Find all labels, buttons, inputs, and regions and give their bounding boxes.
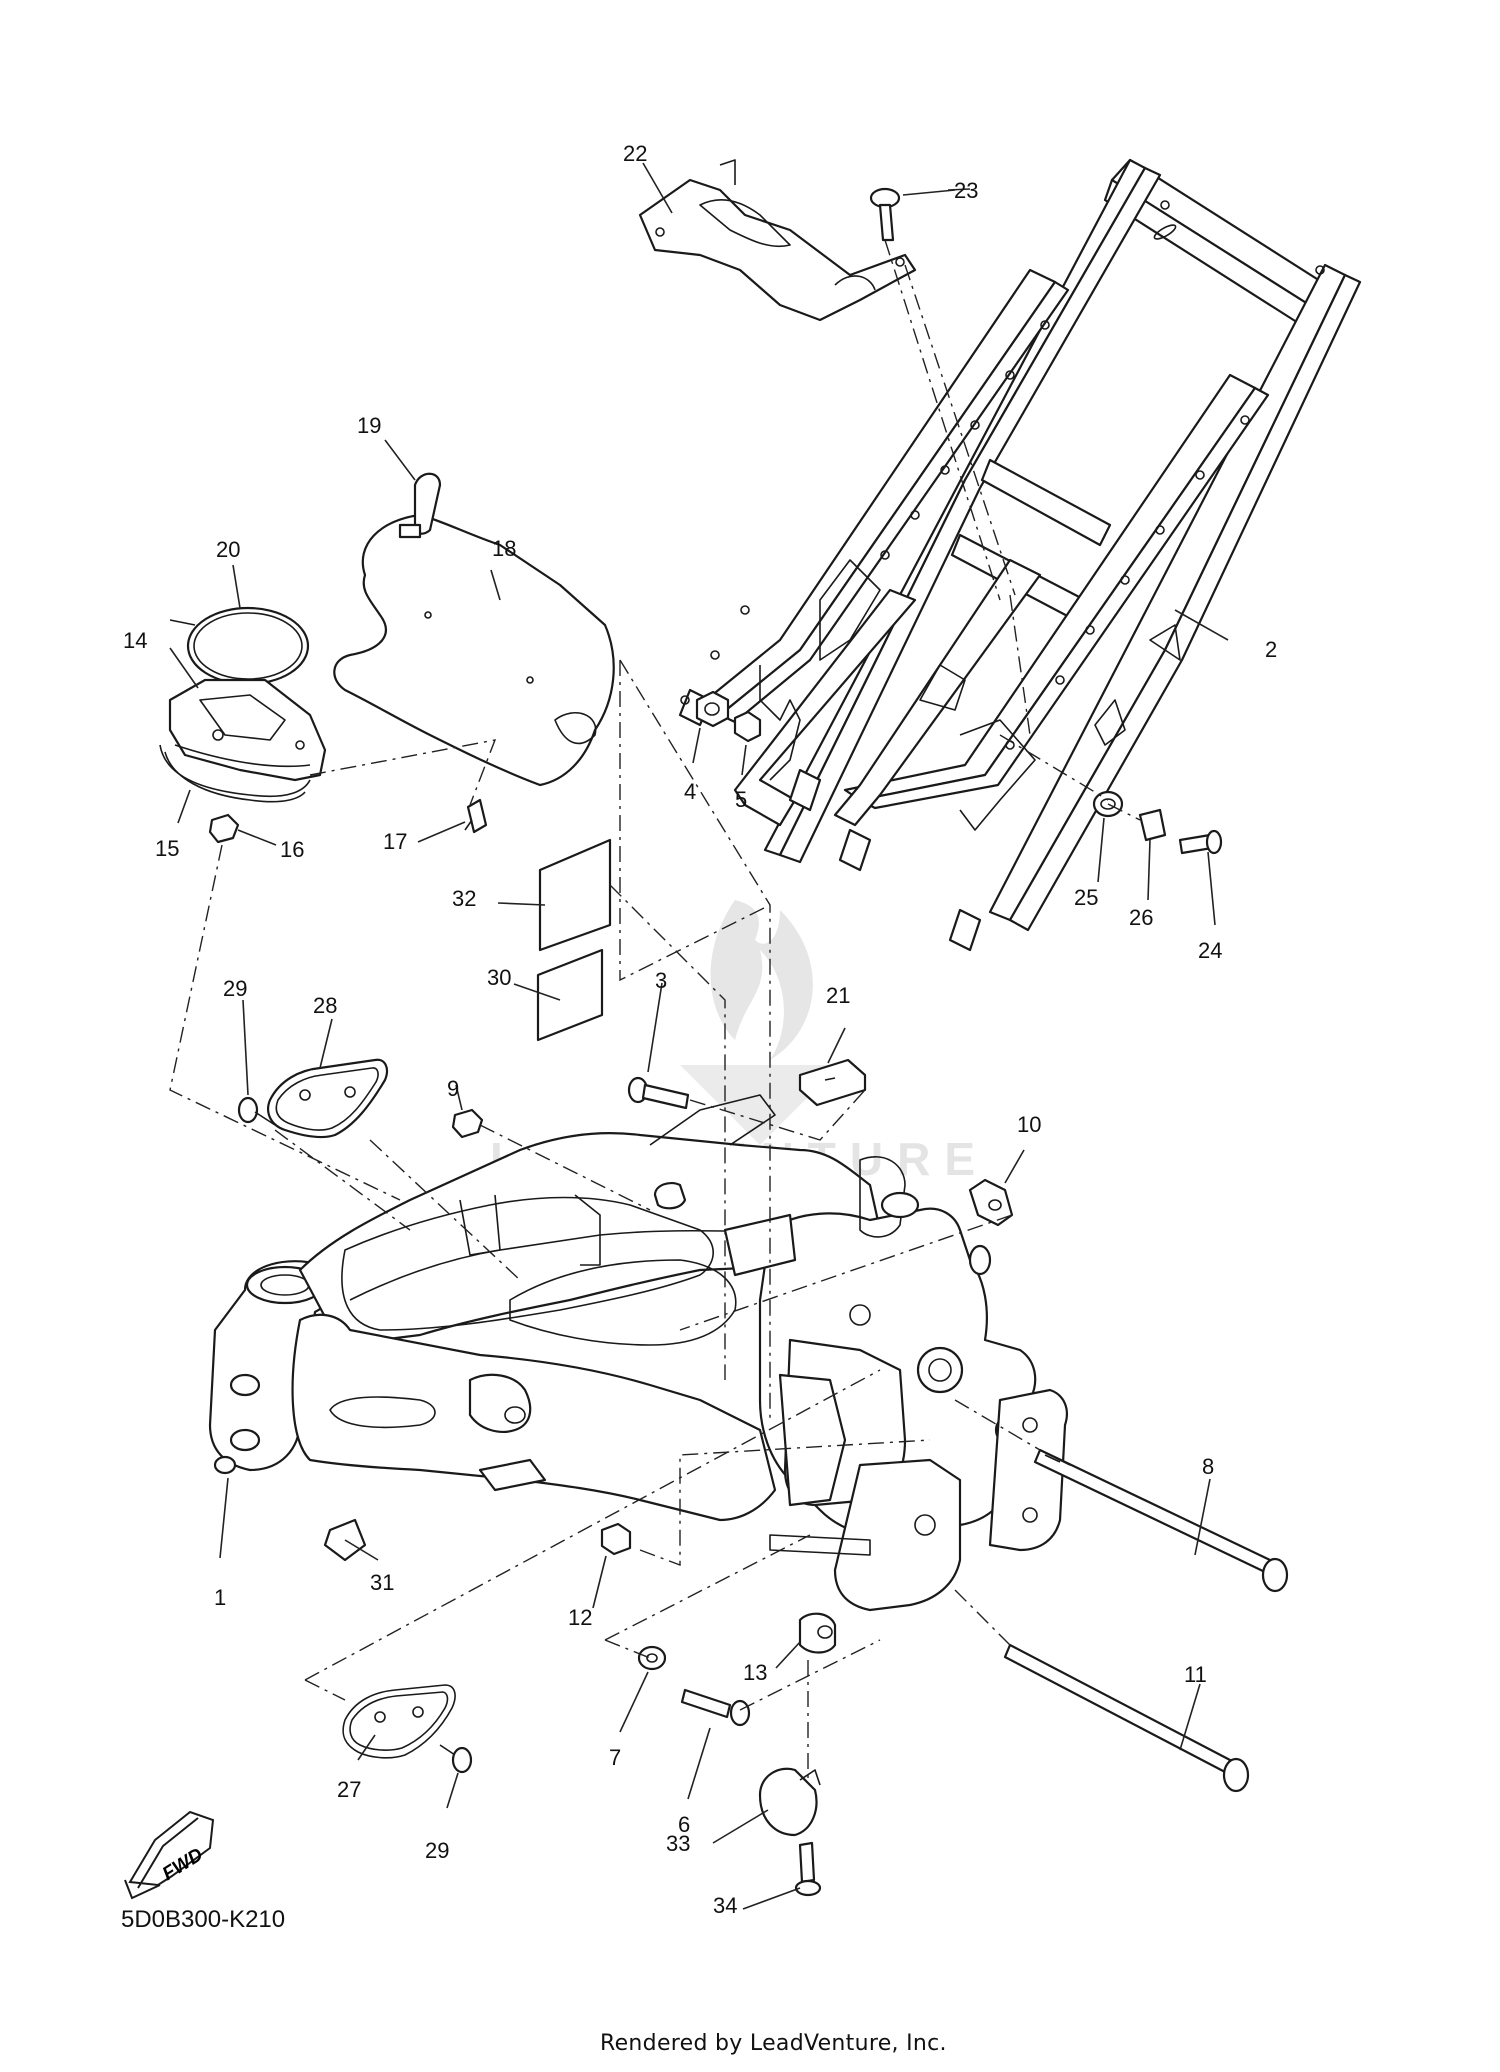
nut-4 — [695, 690, 730, 728]
washer-7 — [637, 1645, 667, 1671]
leader-lines — [169, 162, 1229, 1910]
callout-23: 23 — [954, 178, 978, 203]
callout-5: 5 — [735, 787, 747, 812]
callout-16: 16 — [280, 837, 304, 862]
callout-8: 8 — [1202, 1454, 1214, 1479]
part-callouts: 1 2 3 4 5 6 7 8 9 10 11 12 13 14 15 16 1… — [123, 141, 1277, 1918]
callout-31: 31 — [370, 1570, 394, 1595]
damper-13 — [798, 1612, 837, 1654]
nut-12 — [600, 1522, 632, 1556]
callout-22: 22 — [623, 141, 647, 166]
main-frame — [208, 1094, 1068, 1612]
callout-29-upper: 29 — [223, 976, 247, 1001]
callout-11: 11 — [1184, 1662, 1207, 1687]
callout-24: 24 — [1198, 938, 1222, 963]
band-clip-19 — [398, 472, 442, 539]
callout-9: 9 — [447, 1076, 459, 1101]
assembly-lines — [169, 239, 1141, 1780]
callout-20: 20 — [216, 537, 240, 562]
nut-9 — [451, 1108, 484, 1139]
cover-27 — [342, 1684, 456, 1759]
forward-direction-badge: FWD — [124, 1810, 215, 1900]
render-credit: Rendered by LeadVenture, Inc. — [600, 2031, 947, 2056]
callout-2: 2 — [1265, 637, 1277, 662]
callout-28: 28 — [313, 993, 337, 1018]
bracket-33 — [758, 1767, 821, 1837]
screw-29-upper — [237, 1096, 276, 1126]
callout-18: 18 — [492, 536, 516, 561]
nut-16 — [208, 813, 240, 844]
callout-1: 1 — [214, 1585, 226, 1610]
collar-26 — [1138, 808, 1167, 842]
bracket-21 — [798, 1058, 867, 1107]
nut-5 — [733, 710, 762, 743]
callout-21: 21 — [826, 983, 850, 1008]
bolt-34 — [794, 1841, 822, 1897]
engine-bolt-11 — [1003, 1643, 1250, 1793]
diagram-code: 5D0B300-K210 — [121, 1906, 286, 1933]
callout-26: 26 — [1129, 905, 1153, 930]
callout-34: 34 — [713, 1893, 737, 1918]
callout-27: 27 — [337, 1777, 361, 1802]
callout-32: 32 — [452, 886, 476, 911]
callout-3: 3 — [655, 968, 667, 993]
pad-32 — [538, 838, 612, 952]
screw-29-lower — [439, 1744, 473, 1774]
callout-19: 19 — [357, 413, 381, 438]
seat-bracket-22 — [638, 159, 917, 322]
callout-10: 10 — [1017, 1112, 1041, 1137]
bolt-3 — [627, 1076, 690, 1110]
callout-4: 4 — [684, 779, 696, 804]
callout-14: 14 — [123, 628, 147, 653]
damper-10 — [968, 1178, 1014, 1227]
bolt-24 — [1178, 829, 1223, 855]
callout-6: 6 — [678, 1812, 690, 1837]
callout-29-lower: 29 — [425, 1838, 449, 1863]
clip-17 — [464, 798, 488, 834]
callout-7: 7 — [609, 1745, 621, 1770]
callout-30: 30 — [487, 965, 511, 990]
air-duct-14 — [168, 678, 327, 782]
pad-30 — [536, 948, 604, 1042]
bolt-6 — [680, 1688, 751, 1727]
callout-13: 13 — [743, 1660, 767, 1685]
callout-33: 33 — [666, 1831, 690, 1856]
callout-12: 12 — [568, 1605, 592, 1630]
screw-23 — [869, 187, 901, 242]
callout-17: 17 — [383, 829, 407, 854]
callout-25: 25 — [1074, 885, 1098, 910]
cover-28 — [267, 1058, 389, 1139]
duct-seal-15 — [159, 744, 311, 803]
heat-shield-18 — [333, 513, 615, 787]
callout-15: 15 — [155, 836, 179, 861]
o-ring-20 — [169, 606, 310, 686]
engine-bolt-8 — [1033, 1448, 1289, 1593]
